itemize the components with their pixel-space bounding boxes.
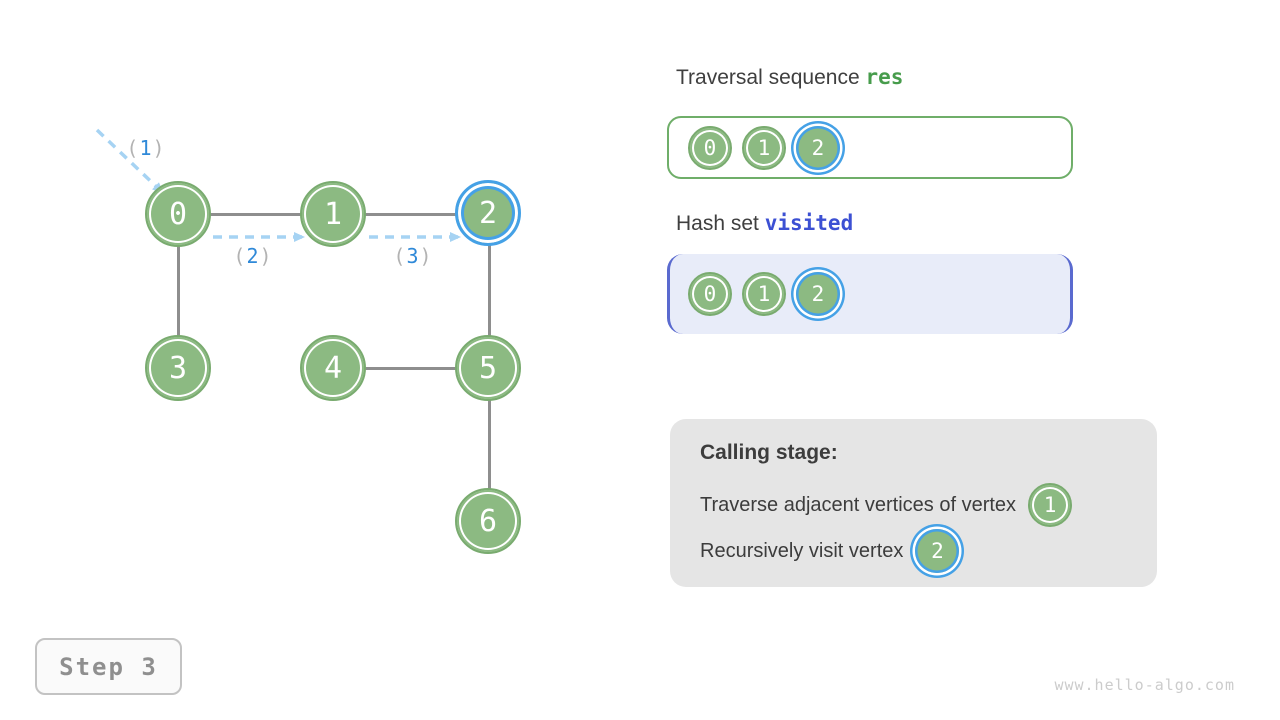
visited-code-label: visited [764, 211, 854, 235]
edge-0-1 [209, 213, 302, 216]
traversal-arrows [95, 128, 461, 242]
graph-node-1: 1 [300, 181, 366, 247]
visited-item-0: 0 [688, 272, 732, 316]
visited-title-text: Hash set [676, 212, 759, 235]
res-item-0: 0 [688, 125, 732, 170]
edge-4-5 [364, 367, 458, 370]
res-panel-title: Traversal sequence res [676, 64, 903, 91]
edge-5-6 [488, 399, 491, 490]
edge-0-3 [177, 245, 180, 337]
graph-node-4: 4 [300, 335, 366, 401]
calling-line-2-node: 2 [915, 529, 960, 573]
arrow-step-label-2: (2) [233, 244, 273, 268]
hash-set-box: 0 1 2 [667, 254, 1073, 334]
graph-node-6: 6 [455, 488, 521, 554]
res-item-2: 2 [796, 125, 840, 170]
arrow-step-label-3: (3) [393, 244, 433, 268]
calling-line-2-text: Recursively visit vertex [700, 539, 904, 562]
visited-panel-title: Hash set visited [676, 210, 853, 237]
edge-1-2 [364, 213, 458, 216]
graph-node-3: 3 [145, 335, 211, 401]
graph-node-5: 5 [455, 335, 521, 401]
calling-stage-line-1: Traverse adjacent vertices of vertex 1 [700, 481, 1073, 529]
visited-item-1: 1 [742, 272, 786, 316]
calling-line-1-text: Traverse adjacent vertices of vertex [700, 493, 1017, 516]
arrow-step-label-1: (1) [126, 136, 166, 160]
calling-stage-line-2: Recursively visit vertex 2 [700, 527, 960, 575]
watermark: www.hello-algo.com [1054, 676, 1235, 694]
calling-stage-heading: Calling stage: [700, 441, 838, 464]
visited-item-2: 2 [796, 272, 840, 316]
graph-node-0: 0 [145, 181, 211, 247]
graph-node-2: 2 [455, 180, 521, 246]
calling-stage-box [670, 419, 1157, 587]
res-code-label: res [865, 65, 904, 89]
calling-line-1-node: 1 [1028, 483, 1073, 527]
res-title-text: Traversal sequence [676, 66, 860, 89]
step-badge: Step 3 [35, 638, 182, 695]
traversal-sequence-box: 0 1 2 [667, 116, 1073, 179]
res-item-1: 1 [742, 125, 786, 170]
edge-2-5 [488, 245, 491, 337]
